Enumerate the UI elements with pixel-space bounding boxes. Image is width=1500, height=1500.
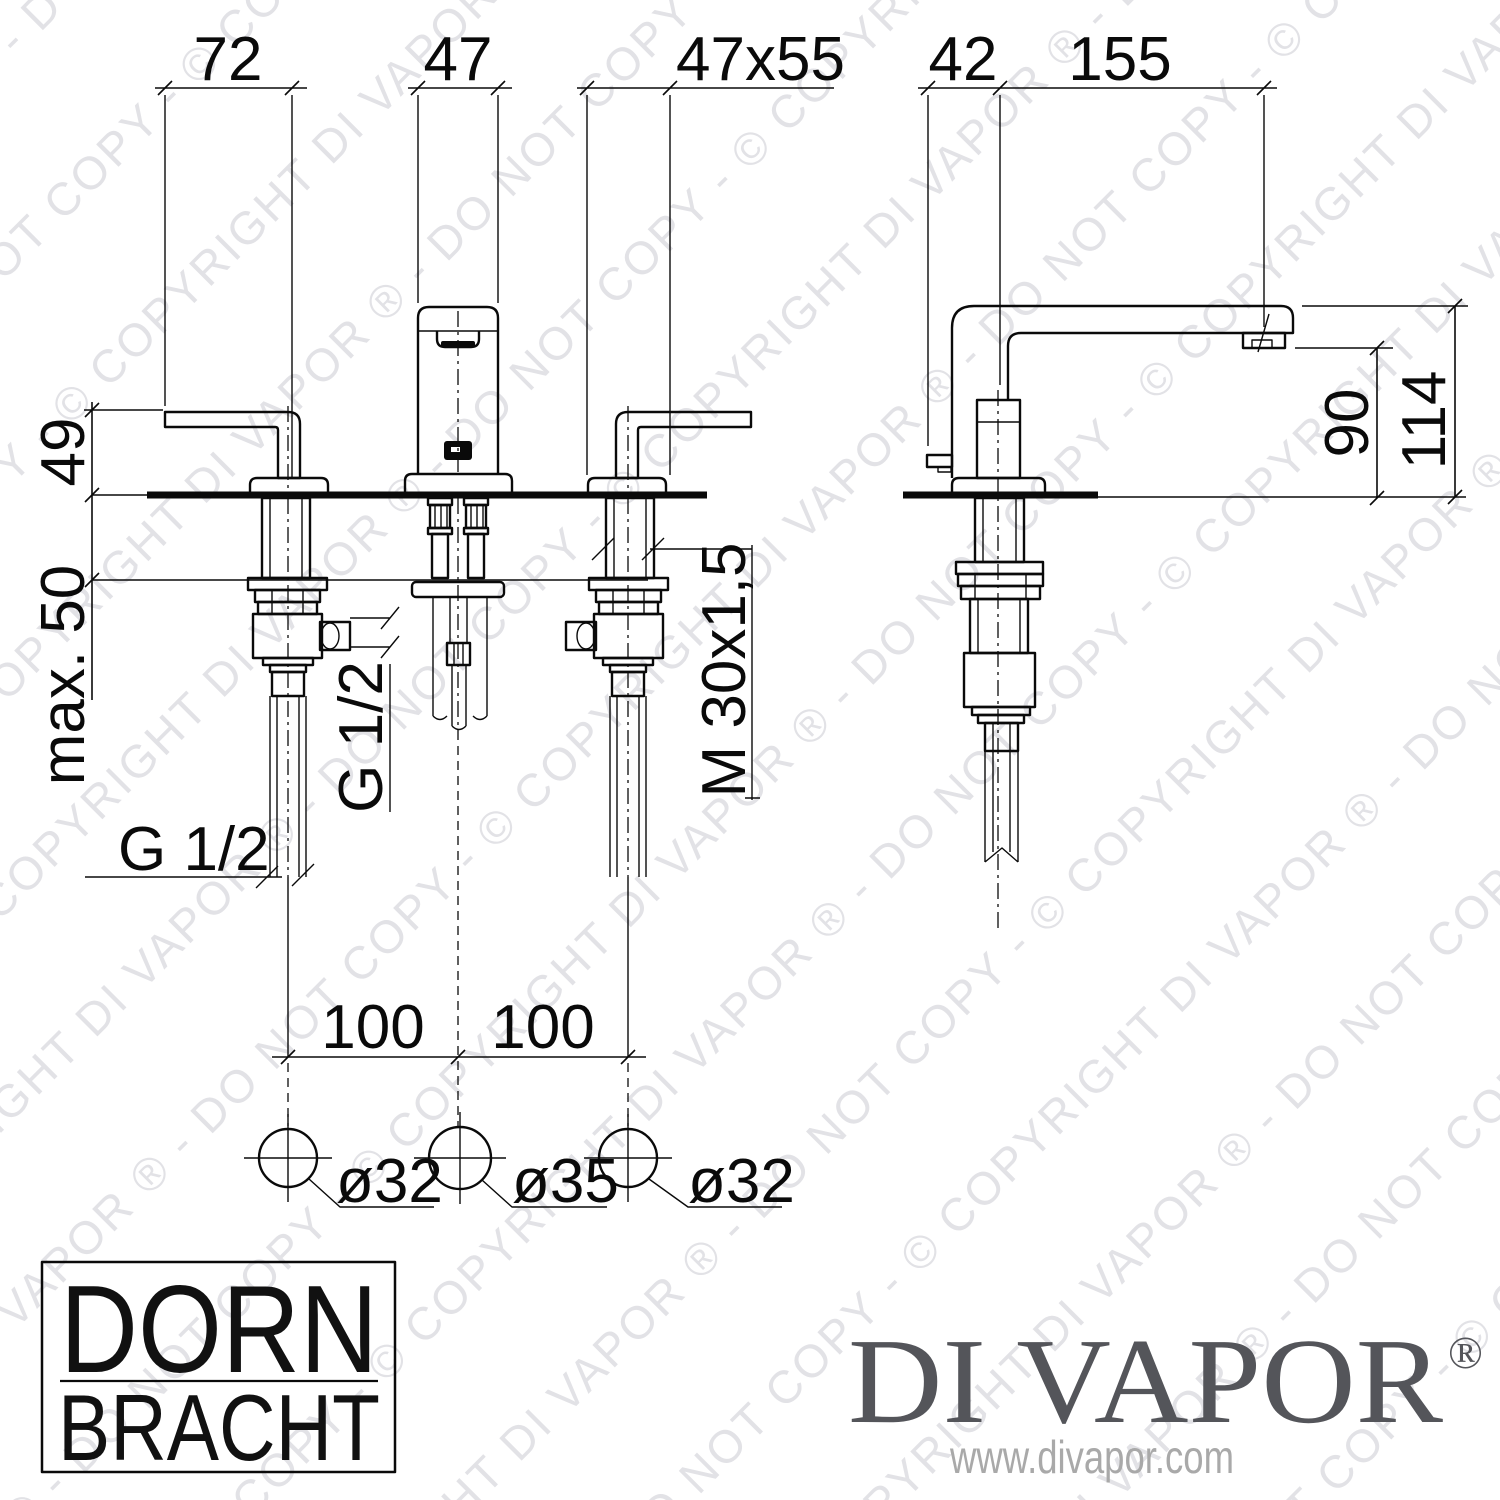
dim-100-right-label: 100	[491, 993, 594, 1062]
left-supply-hose	[269, 696, 307, 877]
left-handle-escutcheon	[248, 476, 330, 495]
divapor-logo: DI VAPOR ® www.divapor.com	[848, 1314, 1483, 1483]
hole-dia-left-label: ø32	[336, 1147, 443, 1216]
dim-49-label: 49	[29, 418, 98, 487]
dim-max50-label: max. 50	[29, 565, 98, 786]
dornbracht-logo-frame	[40, 1260, 397, 1474]
front-view-faucet	[147, 305, 753, 499]
right-handle-escutcheon	[586, 476, 668, 495]
right-handle-lever	[614, 410, 753, 480]
handle-lever-side	[925, 453, 954, 469]
front-left-dimensions: 49 max. 50	[29, 402, 648, 785]
dim-100-left-label: 100	[321, 993, 424, 1062]
dim-155-label: 155	[1068, 25, 1171, 94]
left-valve-side-outlet	[318, 620, 352, 652]
spout-profile-side	[950, 304, 1295, 478]
spout-base-plate	[403, 472, 514, 494]
right-valve-under-counter	[564, 496, 670, 877]
front-top-dimensions: 72 47 47x55 42 155	[155, 25, 1277, 477]
hole-dia-right-label: ø32	[688, 1147, 795, 1216]
dim-72-label: 72	[194, 25, 263, 94]
dimension-ticks	[157, 80, 1272, 96]
hole-spacing-dimensions: 100 100	[272, 498, 646, 1126]
side-outlet-thread-label: G 1/2	[327, 661, 396, 813]
fixing-thread-label: M 30x1,5	[690, 542, 759, 797]
hole-dia-center-label: ø35	[512, 1147, 619, 1216]
dim-114-label: 114	[1390, 371, 1459, 470]
registered-trademark-icon: ®	[1448, 1327, 1483, 1378]
dim-42-label: 42	[929, 25, 998, 94]
divapor-wordmark: DI VAPOR	[848, 1314, 1444, 1449]
dornbracht-logo: DORN BRACHT	[40, 1260, 397, 1480]
right-valve-side-outlet	[564, 620, 598, 652]
left-handle-lever	[163, 410, 302, 480]
right-supply-hose	[609, 696, 647, 877]
dornbracht-word-bracht: BRACHT	[58, 1375, 380, 1480]
extension-lines	[164, 95, 1265, 477]
side-view-faucet	[903, 304, 1466, 932]
dim-90-label: 90	[1313, 389, 1382, 458]
side-height-dimensions: 90 114	[1295, 298, 1468, 506]
dornbracht-word-dorn: DORN	[60, 1261, 378, 1399]
hose-thread-label: G 1/2	[118, 815, 270, 884]
dim-47-label: 47	[424, 25, 493, 94]
thread-labels: G 1/2 M 30x1,5 G 1/2	[85, 537, 760, 884]
threaded-stud-side	[984, 751, 1019, 863]
dim-47x55-label: 47x55	[676, 25, 845, 94]
divapor-website: www.divapor.com	[949, 1431, 1234, 1483]
spout-body-front	[416, 305, 500, 474]
mounting-holes: ø32 ø35 ø32	[244, 1112, 795, 1216]
